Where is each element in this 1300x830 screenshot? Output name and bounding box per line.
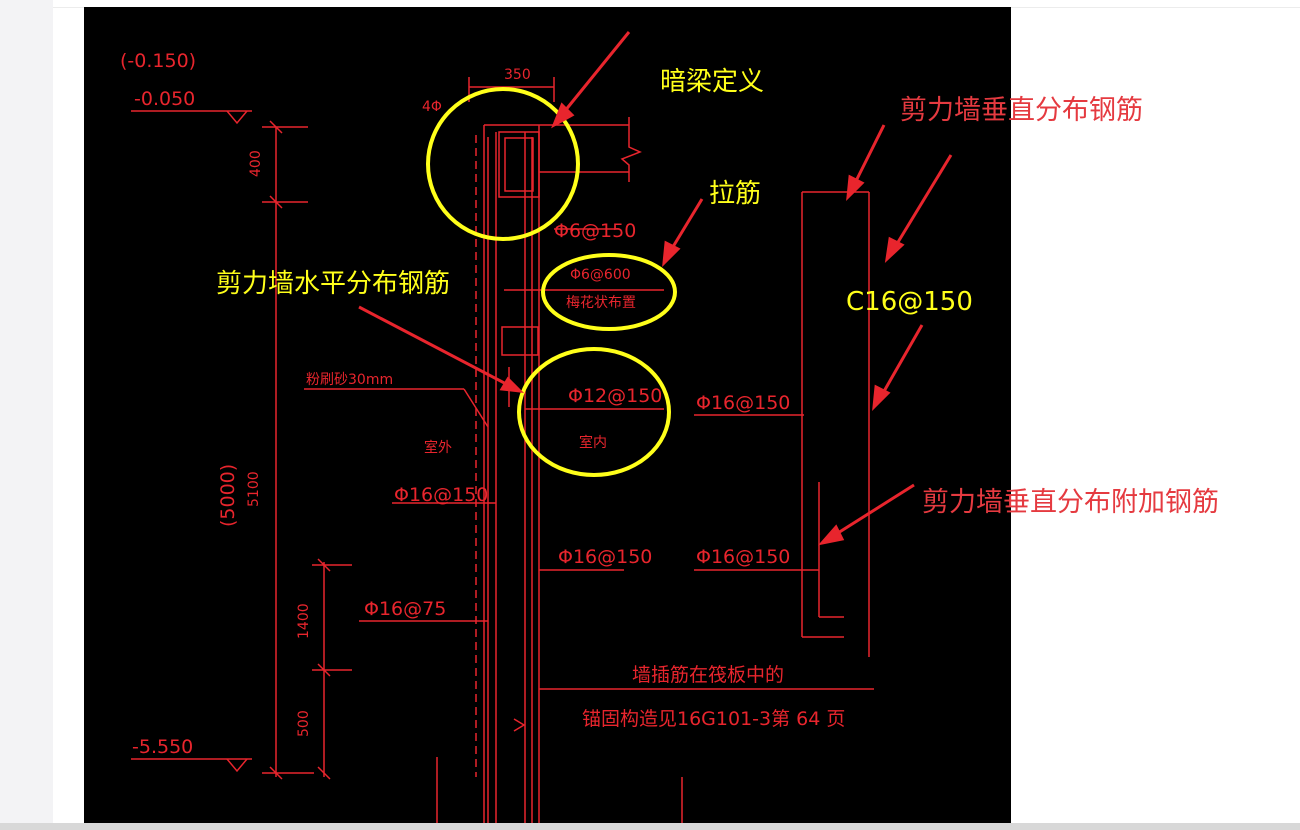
label-phi6-150: Φ6@150 [554,220,636,242]
dim-tick [317,558,331,572]
break-mark [513,718,526,732]
arrow-horizontal-rebar [358,305,513,389]
arrow-vertical-rebar-3 [877,324,924,401]
highlight-horizontal-rebar [517,347,671,477]
dim-tick [269,766,283,780]
slab-break-mark [620,117,642,182]
arrowhead [817,524,845,546]
dim-tick [269,120,283,134]
label-phi16-150-left: Φ16@150 [394,484,488,506]
annotation-tie-bar: 拉筋 [709,179,761,209]
elevation-top-paren: (-0.150) [120,50,196,72]
cad-drawing: (-0.150) -0.050 -5.550 350 400 5100 (500… [84,7,1011,823]
label-phi16-150-right: Φ16@150 [696,392,790,414]
dimension-5000-paren: (5000) [217,464,239,527]
annotation-vertical-rebar: 剪力墙垂直分布钢筋 [900,95,1143,126]
label-waterproof: 粉刷砂30mm [306,372,393,388]
dim-tick [317,766,331,780]
label-4phi: 4Φ [422,99,442,115]
arrow-vertical-rebar-2 [890,154,953,253]
arrowhead [551,102,575,129]
arrow-extra-rebar [829,483,915,540]
label-phi6-600: Φ6@600 [570,267,631,283]
hidden-beam-stirrup [498,131,540,198]
dimension-1400: 1400 [296,603,312,639]
wall-section-diagram: (-0.150) -0.050 -5.550 350 400 5100 (500… [120,31,973,823]
dimension-400: 400 [248,150,264,177]
elevation-top: -0.050 [134,88,195,110]
elevation-triangle-top [226,110,248,125]
arrowhead [499,376,525,393]
label-quincunx: 梅花状布置 [566,295,636,311]
label-interior: 室内 [579,434,607,451]
bottom-scrollbar[interactable] [0,823,1300,830]
arrow-hidden-beam [558,31,631,118]
leader-waterproof-diag [463,388,489,428]
tie-bar-shape [501,326,539,356]
left-margin [0,0,53,830]
dim-tick [269,195,283,209]
elevation-bottom: -5.550 [132,736,193,758]
annotation-c16: C16@150 [846,287,973,317]
arrowhead [662,240,681,268]
annotation-hidden-beam: 暗梁定义 [660,67,764,97]
anchor-note-line1: 墙插筋在筏板中的 [632,664,784,686]
dim-tick [317,663,331,677]
label-phi12-150: Φ12@150 [568,385,662,407]
label-exterior: 室外 [424,439,452,456]
highlight-hidden-beam [426,87,580,241]
anchor-note-line2: 锚固构造见16G101-3第 64 页 [582,708,845,730]
label-phi16-75: Φ16@75 [364,598,446,620]
arrowhead [846,174,865,202]
hidden-beam-stirrup-inner [504,137,534,192]
label-phi16-150-right2: Φ16@150 [696,546,790,568]
arrowhead [872,384,891,412]
arrowhead [884,236,905,264]
annotation-horizontal-rebar: 剪力墙水平分布钢筋 [216,269,450,299]
dimension-500: 500 [296,710,312,737]
highlight-tie-bar [541,253,677,331]
label-phi16-150-mid: Φ16@150 [558,546,652,568]
arrow-vertical-rebar-1 [850,124,886,190]
annotation-vertical-extra-rebar: 剪力墙垂直分布附加钢筋 [922,487,1219,518]
elevation-triangle-bottom [226,758,248,773]
dimension-5100: 5100 [246,471,262,507]
dimension-350: 350 [504,67,531,83]
